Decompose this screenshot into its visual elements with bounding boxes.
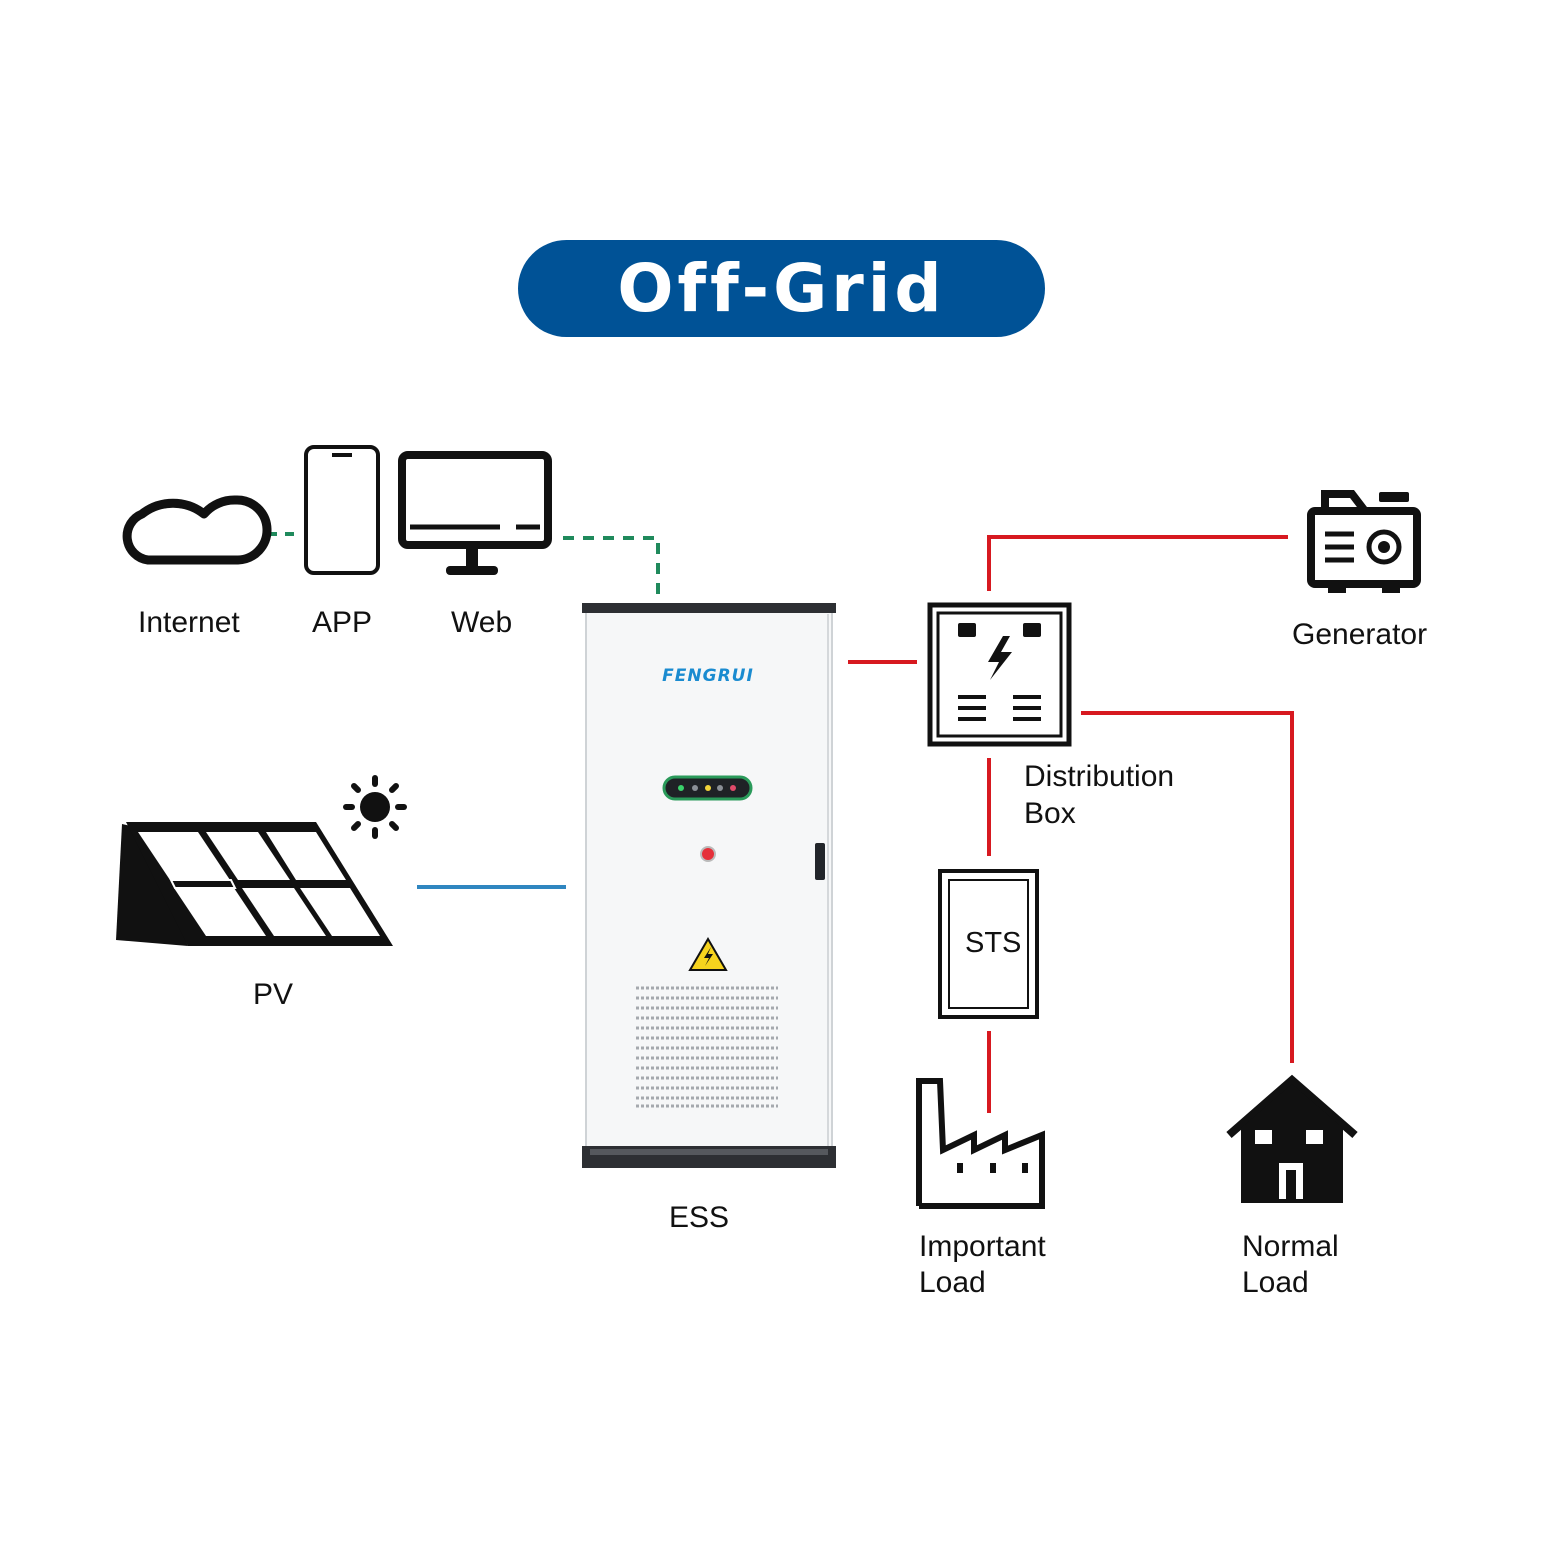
distribution-box-icon [927, 602, 1072, 747]
ess-emergency-button [700, 846, 716, 862]
ess-door-handle [815, 843, 825, 880]
title-pill: Off-Grid [518, 240, 1045, 337]
ess-vent-grille [636, 986, 778, 1108]
comm-line-web-ess [563, 536, 660, 594]
important-load-label-line1: Important [919, 1230, 1046, 1263]
web-label: Web [451, 606, 513, 639]
ac-line-distribution-generator [987, 535, 1288, 591]
important-load-label-line2: Load [919, 1266, 986, 1299]
distribution-box-label-line1: Distribution [1024, 760, 1175, 793]
generator-label: Generator [1292, 618, 1428, 651]
monitor-icon [398, 451, 552, 575]
ess-label: ESS [669, 1201, 730, 1234]
ess-brand-logo: FENGRUI [662, 666, 754, 686]
normal-load-label-line1: Normal [1242, 1230, 1339, 1263]
factory-icon [916, 1078, 1045, 1209]
house-icon [1226, 1074, 1358, 1203]
internet-label: Internet [138, 606, 240, 639]
sts-box [938, 869, 1039, 1019]
ess-cabinet: FENGRUI [582, 603, 836, 1168]
connections [268, 532, 1294, 1113]
distribution-box-label-line2: Box [1024, 797, 1076, 830]
pv-label: PV [253, 978, 294, 1011]
app-label: APP [312, 606, 373, 639]
phone-icon [304, 445, 380, 575]
normal-load-label-line2: Load [1242, 1266, 1309, 1299]
ac-line-distribution-normal-load [1081, 711, 1294, 1063]
cloud-icon [122, 495, 272, 565]
page-title: Off-Grid [617, 250, 946, 327]
sts-label: STS [965, 927, 1022, 959]
solar-panel-icon [116, 822, 393, 946]
generator-icon [1307, 490, 1421, 593]
sun-icon [343, 775, 407, 839]
